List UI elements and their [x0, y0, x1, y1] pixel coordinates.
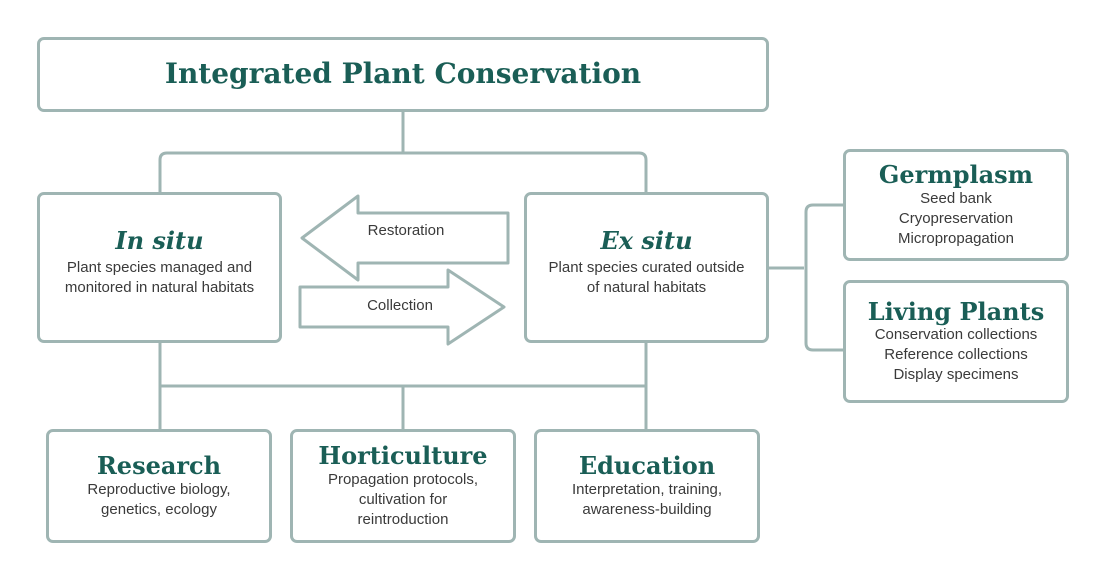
education-line: Interpretation, training,: [571, 480, 723, 498]
living-plants-title: Living Plants: [867, 296, 1045, 326]
horticulture-line: Propagation protocols,: [327, 470, 479, 488]
germplasm-line: Micropropagation: [898, 229, 1014, 247]
horticulture-box: Horticulture Propagation protocols, cult…: [290, 429, 516, 543]
research-line: Reproductive biology,: [87, 480, 231, 498]
education-title: Education: [578, 451, 716, 481]
restoration-arrow: [300, 194, 510, 282]
living-plants-line: Reference collections: [884, 346, 1028, 364]
horticulture-line: cultivation for: [358, 490, 448, 508]
germplasm-line: Cryopreservation: [898, 209, 1014, 227]
horticulture-line: reintroduction: [357, 510, 449, 528]
ex-situ-line: of natural habitats: [586, 279, 707, 297]
collection-arrow: [298, 268, 506, 346]
ex-situ-box: Ex situ Plant species curated outside of…: [524, 192, 769, 343]
horticulture-title: Horticulture: [318, 441, 488, 471]
ex-situ-title: Ex situ: [600, 225, 693, 255]
germplasm-title: Germplasm: [878, 160, 1034, 190]
education-line: awareness-building: [582, 500, 712, 518]
research-line: genetics, ecology: [101, 500, 217, 518]
in-situ-title: In situ: [115, 225, 204, 255]
restoration-label: Restoration: [367, 222, 445, 239]
in-situ-box: In situ Plant species managed and monito…: [37, 192, 282, 343]
ex-situ-line: Plant species curated outside: [548, 259, 745, 277]
connector-right-branch: [804, 203, 845, 352]
living-plants-line: Display specimens: [893, 366, 1019, 384]
germplasm-line: Seed bank: [920, 189, 992, 207]
connector-root-branch: [158, 151, 648, 193]
living-plants-line: Conservation collections: [874, 326, 1038, 344]
collection-label: Collection: [367, 297, 433, 314]
education-box: Education Interpretation, training, awar…: [534, 429, 760, 543]
root-title: Integrated Plant Conservation: [164, 57, 642, 91]
in-situ-line: Plant species managed and: [66, 259, 253, 277]
research-title: Research: [96, 451, 222, 481]
research-box: Research Reproductive biology, genetics,…: [46, 429, 272, 543]
living-plants-box: Living Plants Conservation collections R…: [843, 280, 1069, 403]
germplasm-box: Germplasm Seed bank Cryopreservation Mic…: [843, 149, 1069, 261]
root-box: Integrated Plant Conservation: [37, 37, 769, 112]
in-situ-line: monitored in natural habitats: [64, 279, 255, 297]
